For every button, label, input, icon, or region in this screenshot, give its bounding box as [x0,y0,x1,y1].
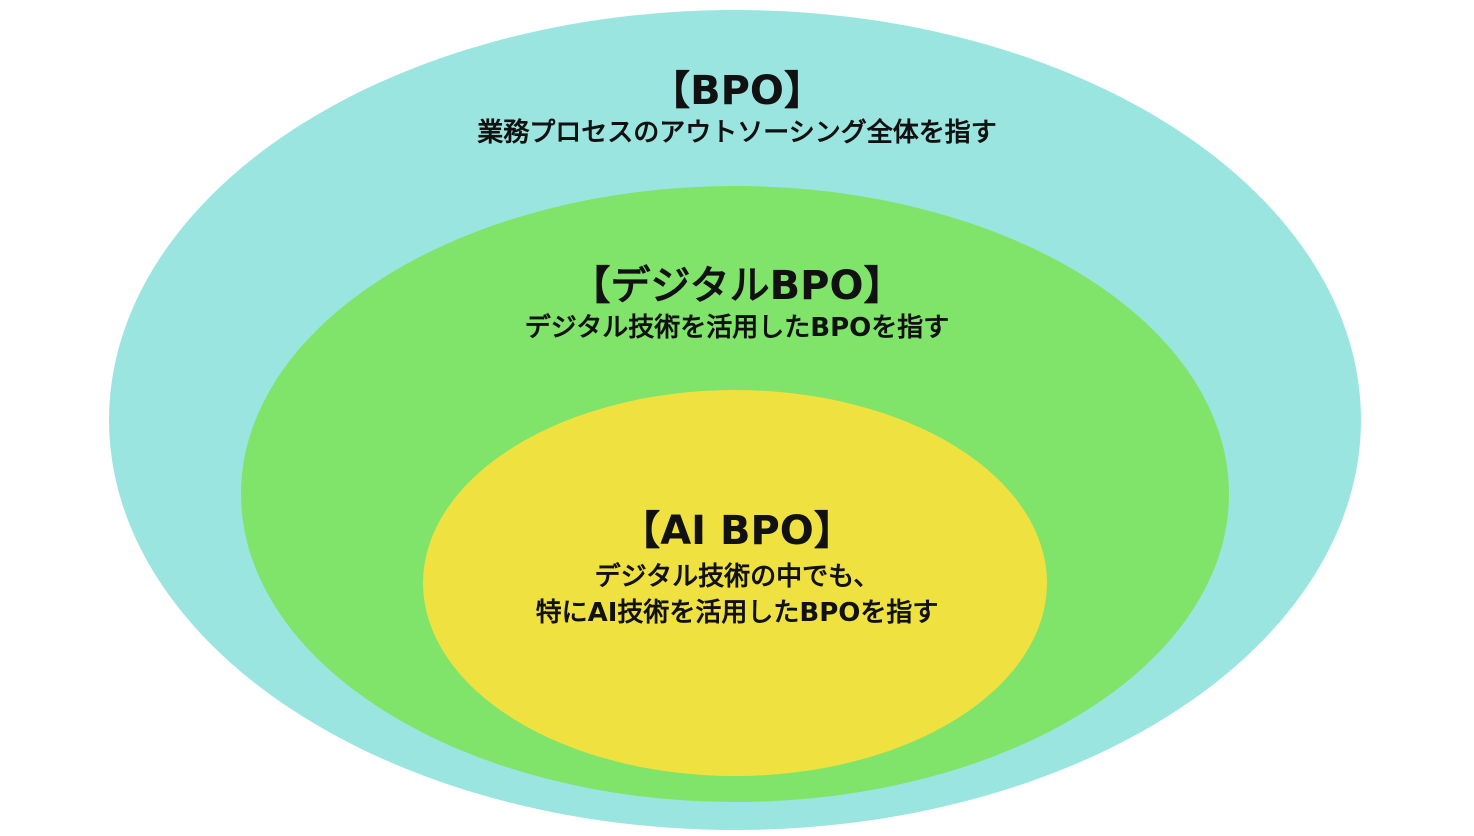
bpo-title: 【BPO】 [650,68,824,114]
digital-bpo-description: デジタル技術を活用したBPOを指す [524,313,950,343]
digital-bpo-title: 【デジタルBPO】 [570,263,904,309]
ai-bpo-description-line1: デジタル技術の中でも、 [594,562,880,592]
ai-bpo-ellipse [423,390,1047,776]
ai-bpo-title: 【AI BPO】 [620,508,854,554]
bpo-description: 業務プロセスのアウトソーシング全体を指す [477,118,997,148]
ai-bpo-description-line2: 特にAI技術を活用したBPOを指す [535,598,939,628]
